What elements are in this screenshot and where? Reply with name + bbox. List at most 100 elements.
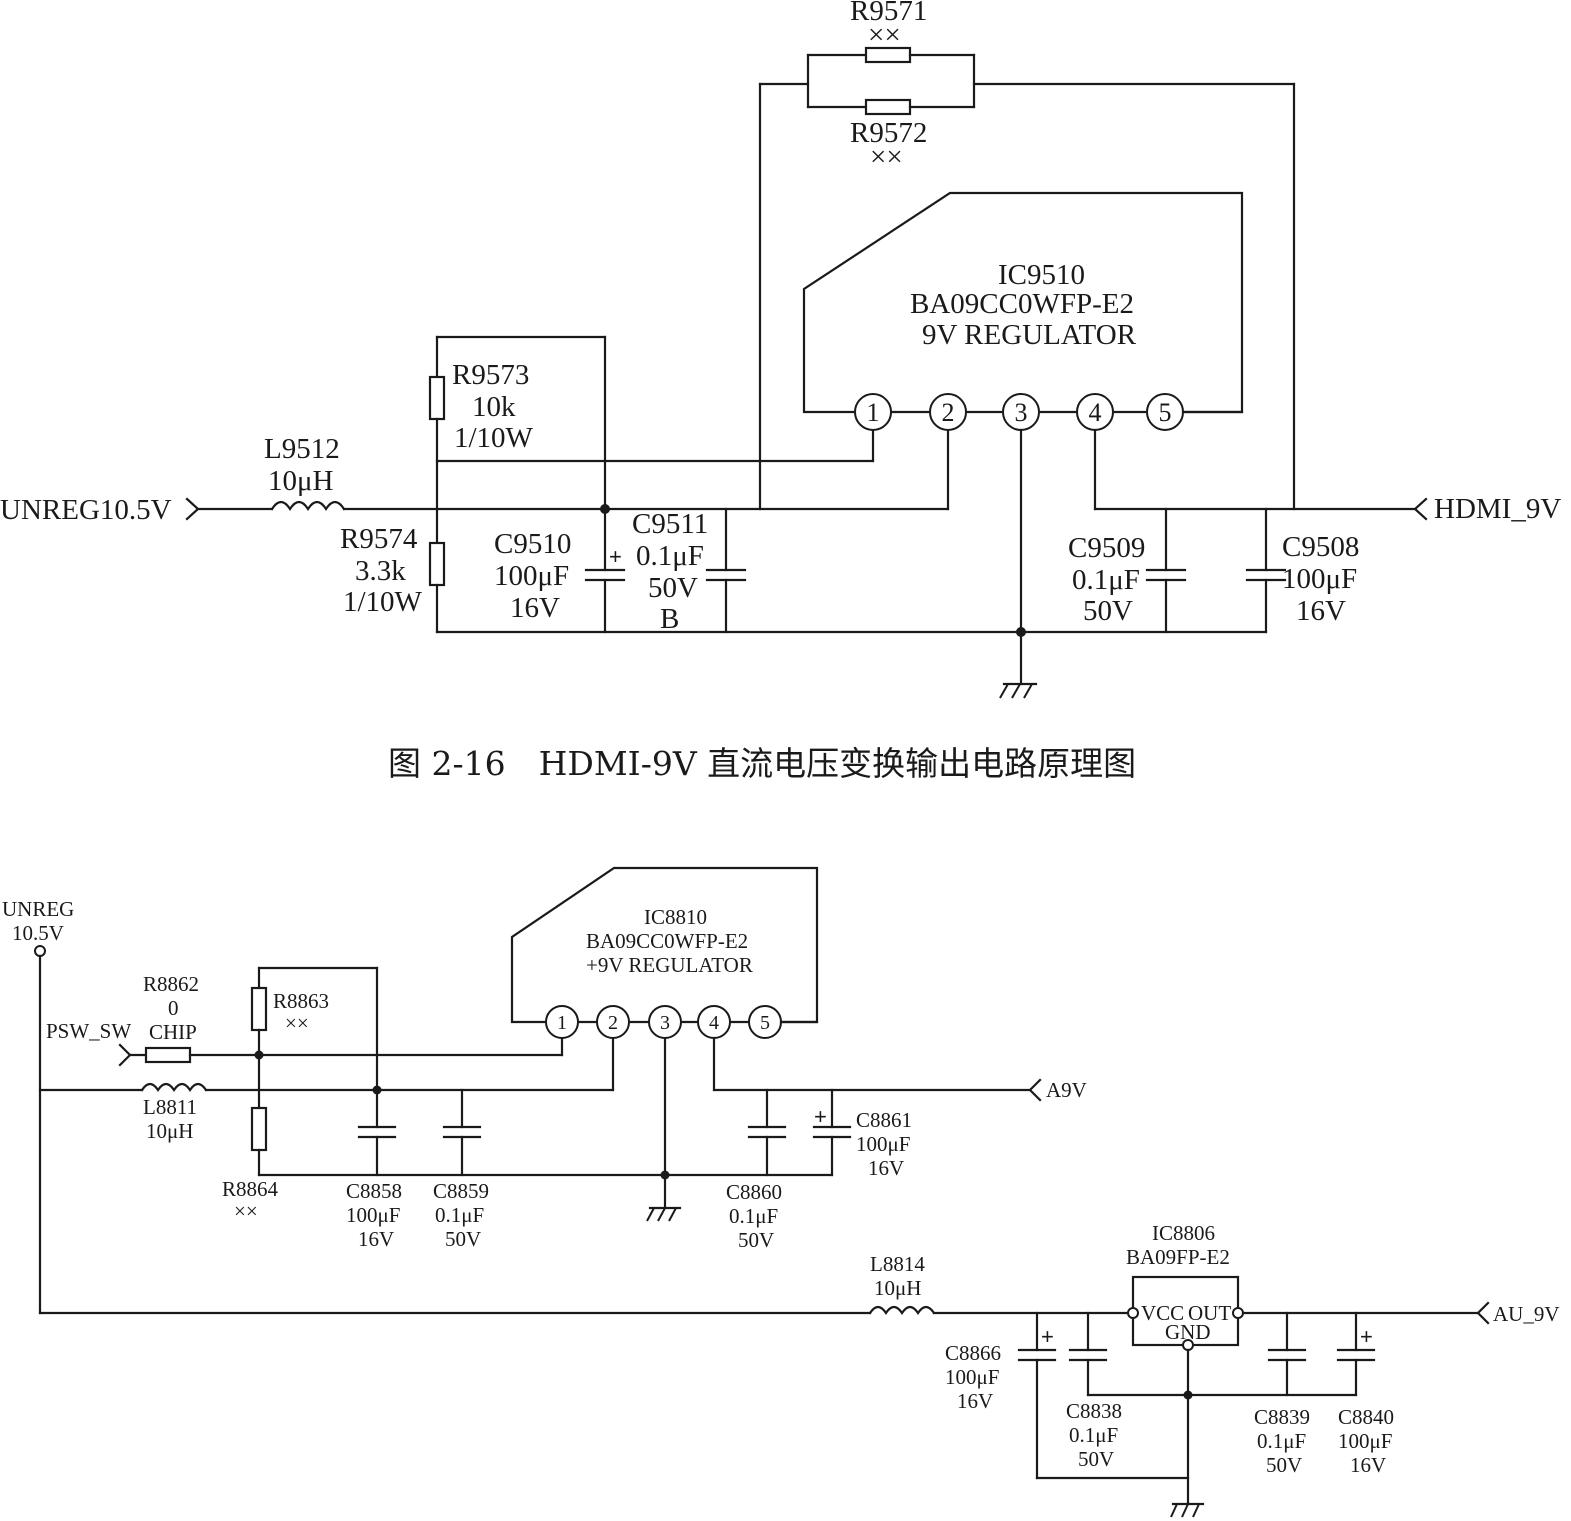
c8859-ref: C8859 — [433, 1179, 489, 1203]
c9509-ref: C9509 — [1068, 532, 1145, 564]
ic8810-pin-3-label: 3 — [660, 1012, 670, 1034]
r8862-extra: CHIP — [149, 1020, 197, 1044]
ground-symbol — [668, 1207, 677, 1222]
r9574-value: 3.3k — [355, 555, 406, 587]
ic8810-pin-2 — [596, 1005, 630, 1039]
polarity-plus: + — [1041, 1324, 1054, 1349]
c8861-ref: C8861 — [856, 1108, 912, 1132]
ic9510-pin-2-label: 2 — [942, 398, 955, 427]
c8859-rating: 50V — [445, 1227, 481, 1251]
c9508-ref: C9508 — [1282, 531, 1359, 563]
l8811-value: 10μH — [146, 1119, 193, 1143]
ic8810-desc: +9V REGULATOR — [586, 953, 753, 977]
bottom-circuit: UNREG 10.5V L8811 10μH PSW_SW R8862 0 CH… — [2, 866, 1560, 1518]
ic9510-pin-2 — [929, 393, 967, 431]
r9574-rating: 1/10W — [343, 586, 423, 618]
c8839-rating: 50V — [1266, 1453, 1302, 1477]
a9v-arrow — [1028, 1078, 1042, 1102]
r9573-value: 10k — [472, 391, 516, 423]
ic8810-pin-3 — [648, 1005, 682, 1039]
c9511-extra: B — [660, 603, 679, 635]
c9511-ref: C9511 — [632, 508, 708, 540]
ground-symbol — [1011, 683, 1021, 699]
resistor-r9573 — [428, 375, 446, 421]
ic8806-pin-vcc — [1127, 1307, 1139, 1319]
resistor-r9572 — [864, 98, 912, 116]
input-label-10-5v: 10.5V — [12, 921, 64, 945]
c9511-value: 0.1μF — [636, 540, 704, 572]
c8840-ref: C8840 — [1338, 1405, 1394, 1429]
c8860-value: 0.1μF — [729, 1204, 778, 1228]
inductor-l9512 — [270, 500, 346, 512]
ic8806-ref: IC8806 — [1152, 1221, 1215, 1245]
ground-symbol — [646, 1207, 655, 1222]
c8861-rating: 16V — [868, 1156, 904, 1180]
ic8810-pin-5-label: 5 — [760, 1012, 770, 1034]
ground-symbol — [657, 1207, 666, 1222]
r8863-ref: R8863 — [273, 989, 329, 1013]
output-arrow — [1413, 497, 1428, 521]
ic8806-pin-out — [1232, 1307, 1244, 1319]
ic9510-ref: IC9510 — [998, 259, 1085, 291]
r8862-value: 0 — [168, 996, 179, 1020]
r8864-ref: R8864 — [222, 1177, 279, 1201]
ic8806-part: BA09FP-E2 — [1126, 1245, 1230, 1269]
input-label-unreg: UNREG — [2, 897, 74, 921]
ic9510-pin-1 — [854, 393, 892, 431]
ground-symbol — [1181, 1503, 1189, 1518]
ic8806-out-label: OUT — [1188, 1301, 1231, 1325]
polarity-plus: + — [609, 544, 622, 569]
inductor-l8814 — [868, 1305, 936, 1315]
l9512-value: 10μH — [268, 465, 334, 497]
r9574-ref: R9574 — [340, 523, 418, 555]
ic8806-body — [1131, 1275, 1240, 1347]
c9508-rating: 16V — [1296, 595, 1346, 627]
r8862-ref: R8862 — [143, 972, 199, 996]
c8860-rating: 50V — [738, 1228, 774, 1252]
resistor-r8862 — [144, 1046, 192, 1064]
c8858-ref: C8858 — [346, 1179, 402, 1203]
c9509-value: 0.1μF — [1072, 564, 1140, 596]
ic8806-gnd-label: GND — [1165, 1320, 1211, 1344]
top-circuit: UNREG10.5V L9512 10μH R9573 10k 1/10W R9… — [0, 0, 1561, 699]
c8838-rating: 50V — [1078, 1447, 1114, 1471]
c9510-ref: C9510 — [494, 528, 571, 560]
c8839-ref: C8839 — [1254, 1405, 1310, 1429]
c9508-value: 100μF — [1282, 563, 1357, 595]
c8860-ref: C8860 — [726, 1180, 782, 1204]
c8859-value: 0.1μF — [435, 1203, 484, 1227]
resistor-r8863 — [250, 986, 268, 1032]
input-label-unreg10-5v: UNREG10.5V — [0, 494, 172, 526]
ic8810-pin-2-label: 2 — [608, 1012, 618, 1034]
r8863-value: ×× — [285, 1011, 309, 1035]
ic9510-pin-4-label: 4 — [1089, 398, 1102, 427]
input-terminal — [34, 945, 46, 957]
c8840-rating: 16V — [1350, 1453, 1386, 1477]
r9571-ref: R9571 — [850, 0, 927, 27]
c8866-rating: 16V — [957, 1389, 993, 1413]
ic8810-pin-1-label: 1 — [557, 1012, 567, 1034]
c8838-value: 0.1μF — [1069, 1423, 1118, 1447]
figure-caption: 图 2-16 HDMI-9V 直流电压变换输出电路原理图 — [388, 744, 1136, 783]
ic8810-ref: IC8810 — [644, 905, 707, 929]
r8864-value: ×× — [234, 1199, 258, 1223]
c9510-rating: 16V — [510, 592, 560, 624]
c8840-value: 100μF — [1338, 1429, 1392, 1453]
psw-arrow — [118, 1043, 132, 1067]
ic9510-pin-5-label: 5 — [1159, 398, 1172, 427]
ic9510-pin-3-label: 3 — [1015, 398, 1028, 427]
au9v-arrow — [1476, 1301, 1490, 1325]
ic9510-part: BA09CC0WFP-E2 — [910, 288, 1134, 320]
r9573-ref: R9573 — [452, 359, 529, 391]
ground-symbol — [1023, 683, 1033, 699]
polarity-plus: + — [1360, 1324, 1373, 1349]
r9571-value: ×× — [868, 19, 901, 51]
resistor-r8864 — [250, 1106, 268, 1152]
c8858-value: 100μF — [346, 1203, 400, 1227]
l8814-value: 10μH — [874, 1276, 921, 1300]
ground-symbol — [1192, 1503, 1200, 1518]
c8861-value: 100μF — [856, 1132, 910, 1156]
ground-symbol — [999, 683, 1009, 699]
ic8806-vcc-label: VCC — [1141, 1301, 1184, 1325]
